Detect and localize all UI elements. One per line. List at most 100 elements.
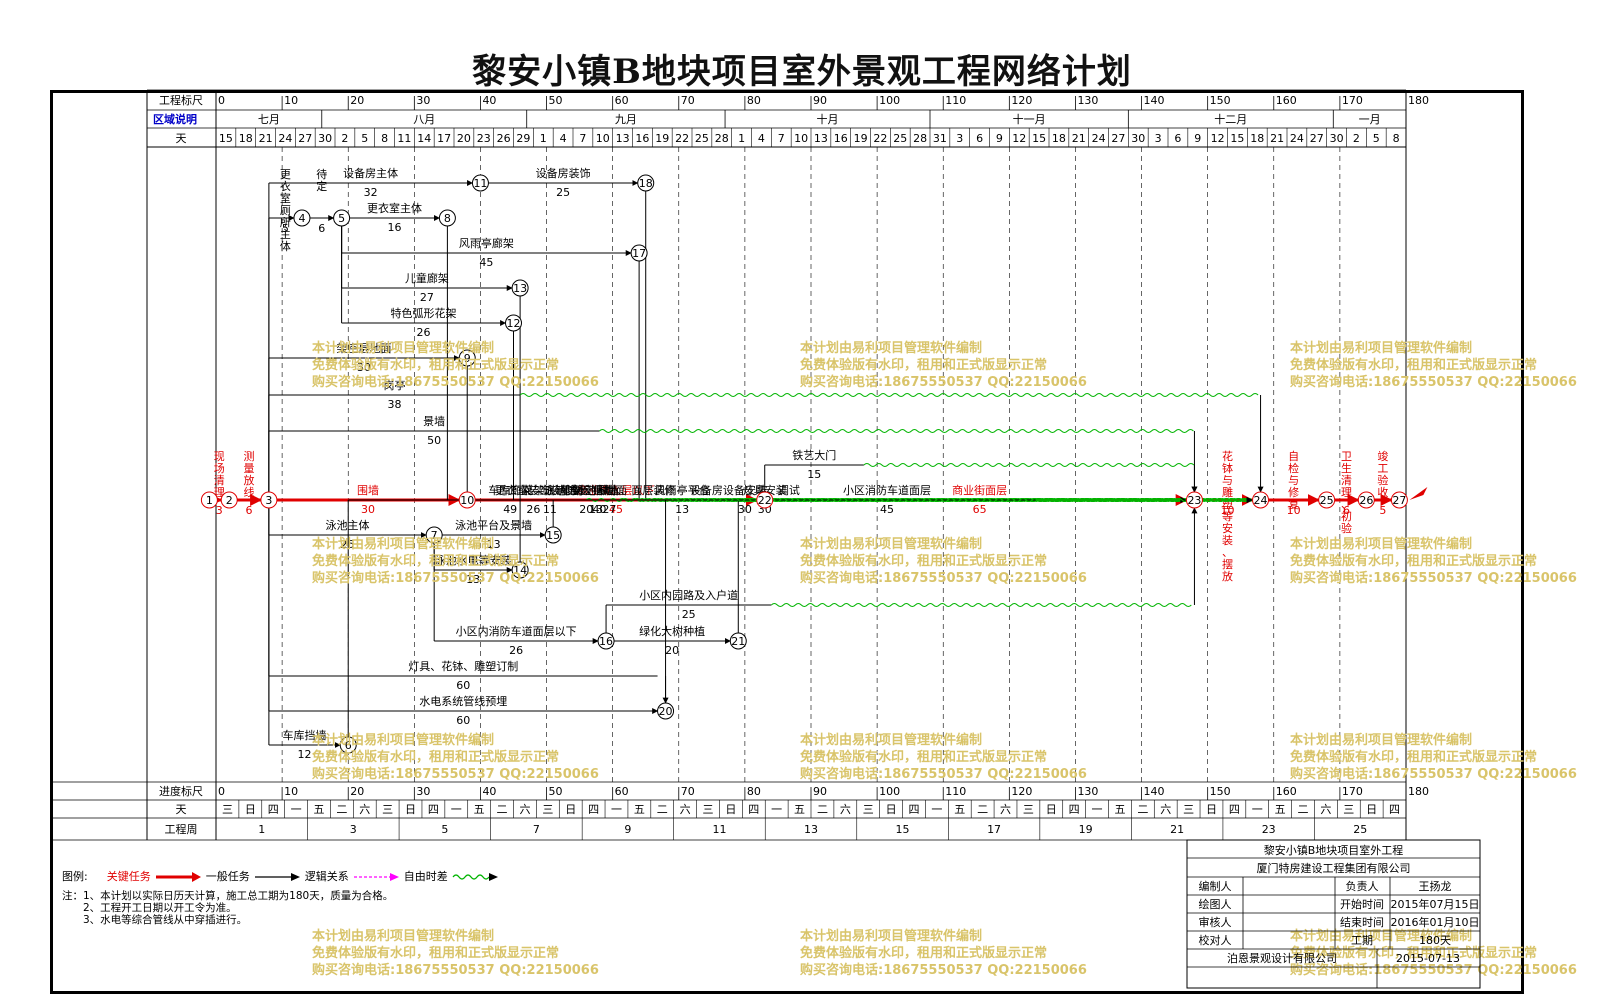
week-label: 7	[533, 823, 540, 836]
scale-tick-label: 170	[1342, 94, 1363, 107]
activity-name: 自检与修复	[1288, 450, 1299, 511]
progress-tick-label: 140	[1144, 785, 1165, 798]
month-label: 十月	[817, 112, 839, 126]
weekday-label: 日	[565, 803, 576, 816]
activity-name: 儿童区铺地	[559, 483, 614, 497]
node-number: 24	[1254, 494, 1268, 507]
progress-tick-label: 130	[1077, 785, 1098, 798]
node-circle	[637, 174, 655, 192]
progress-tick-label: 90	[813, 785, 827, 798]
progress-tick-label: 150	[1210, 785, 1231, 798]
title-block-label: 审核人	[1199, 915, 1232, 929]
title-block-key: 工期	[1351, 934, 1373, 947]
free-float-line	[1035, 498, 1187, 502]
day-label: 7	[579, 132, 586, 145]
legend-float-arrow	[452, 873, 499, 881]
progress-tick-label: 120	[1011, 785, 1032, 798]
progress-tick-label: 170	[1342, 785, 1363, 798]
weekday-label: 三	[1023, 803, 1034, 816]
activity-duration: 20	[579, 503, 593, 516]
node-number: 25	[1320, 494, 1334, 507]
week-label: 21	[1170, 823, 1184, 836]
node-number: 15	[546, 529, 560, 542]
activity-duration: 49	[503, 503, 517, 516]
month-label: 七月	[258, 113, 280, 126]
activity-name: 更衣室装饰装修	[495, 483, 572, 497]
progress-tick-label: 10	[284, 785, 298, 798]
activity-duration: 13	[589, 503, 603, 516]
day-label: 24	[278, 132, 292, 145]
activity-duration: 6	[1343, 504, 1350, 517]
title-block-detail: 王扬龙	[1419, 879, 1452, 893]
node-circle	[544, 526, 562, 544]
activity: 待定6	[309, 167, 335, 235]
weekday-label: 三	[703, 803, 714, 816]
activity-name: 设备房主体	[343, 166, 398, 180]
activity-duration: 26	[526, 503, 540, 516]
activity-duration: 10	[1221, 504, 1235, 517]
activity-duration: 13	[466, 573, 480, 586]
weekday-label: 三	[1183, 803, 1194, 816]
activity-name: 架空层地面	[337, 341, 392, 355]
day-label: 19	[854, 132, 868, 145]
node-number: 12	[507, 317, 521, 330]
watermark-line: 本计划由易利项目管理软件编制	[312, 928, 494, 944]
weekday-label: 四	[748, 803, 759, 816]
legend-normal-label: 一般任务	[205, 870, 250, 883]
activity-duration: 45	[880, 503, 894, 516]
activity-name: 绿化大树种植	[639, 624, 705, 638]
node-circle	[1252, 491, 1270, 509]
activity-duration: 12	[298, 748, 312, 761]
weekday-label: 六	[840, 803, 851, 816]
weekday-label: 四	[268, 803, 279, 816]
company-name: 厦门特房建设工程集团有限公司	[1257, 861, 1411, 875]
legend-normal-arrow	[255, 873, 301, 881]
scale-tick-label: 180	[1408, 94, 1429, 107]
node-circle	[471, 174, 489, 192]
node-circle	[511, 561, 529, 579]
weekday-label: 日	[1366, 803, 1377, 816]
day-label: 15	[219, 132, 233, 145]
weekday-label: 二	[817, 803, 828, 816]
legend-title: 图例:	[62, 870, 88, 883]
scale-tick-label: 40	[482, 94, 496, 107]
day-label: 10	[596, 132, 610, 145]
day-label: 28	[913, 132, 927, 145]
region-label: 区域说明	[153, 112, 197, 126]
progress-tick-label: 30	[416, 785, 430, 798]
weekday-label: 五	[313, 803, 324, 816]
node-number: 7	[431, 529, 438, 542]
node-number: 16	[599, 635, 613, 648]
legend-float-label: 自由时差	[403, 870, 448, 883]
chart-frame	[50, 90, 1524, 994]
node-circle	[425, 526, 443, 544]
weekday-label: 天	[176, 803, 187, 816]
progress-tick-label: 180	[1408, 785, 1429, 798]
activity-name: 设备房设备安装、调试	[690, 483, 800, 497]
activity-name: 灯具安装	[743, 483, 787, 497]
day-label: 16	[635, 132, 649, 145]
project-name: 黎安小镇B地块项目室外工程	[1264, 843, 1404, 857]
progress-tick-label: 20	[350, 785, 364, 798]
note-line: 3、水电等综合管线从中穿插进行。	[62, 914, 248, 926]
activity-name: 景墙	[423, 414, 445, 428]
node-number: 21	[731, 635, 745, 648]
weekday-label: 三	[863, 803, 874, 816]
activity-network: 现场清理3测量放线6围墙30商业街面层以下45商业街面层65花钵与雕塑等安装、摆…	[200, 166, 1428, 761]
node-number: 9	[464, 352, 471, 365]
day-label: 13	[616, 132, 630, 145]
weekday-label: 四	[908, 803, 919, 816]
day-label: 18	[239, 132, 253, 145]
activity-name: 架空层墙面	[572, 483, 627, 497]
activity-duration: 13	[487, 538, 501, 551]
activity-name: 竣工验收	[1377, 449, 1388, 499]
activity-duration: 60	[456, 679, 470, 692]
watermark-line: 本计划由易利项目管理软件编制	[1290, 928, 1472, 944]
free-float-line	[618, 498, 1250, 502]
watermark-line: 免费体验版有水印，租用和正式版显示正常	[1290, 357, 1537, 373]
